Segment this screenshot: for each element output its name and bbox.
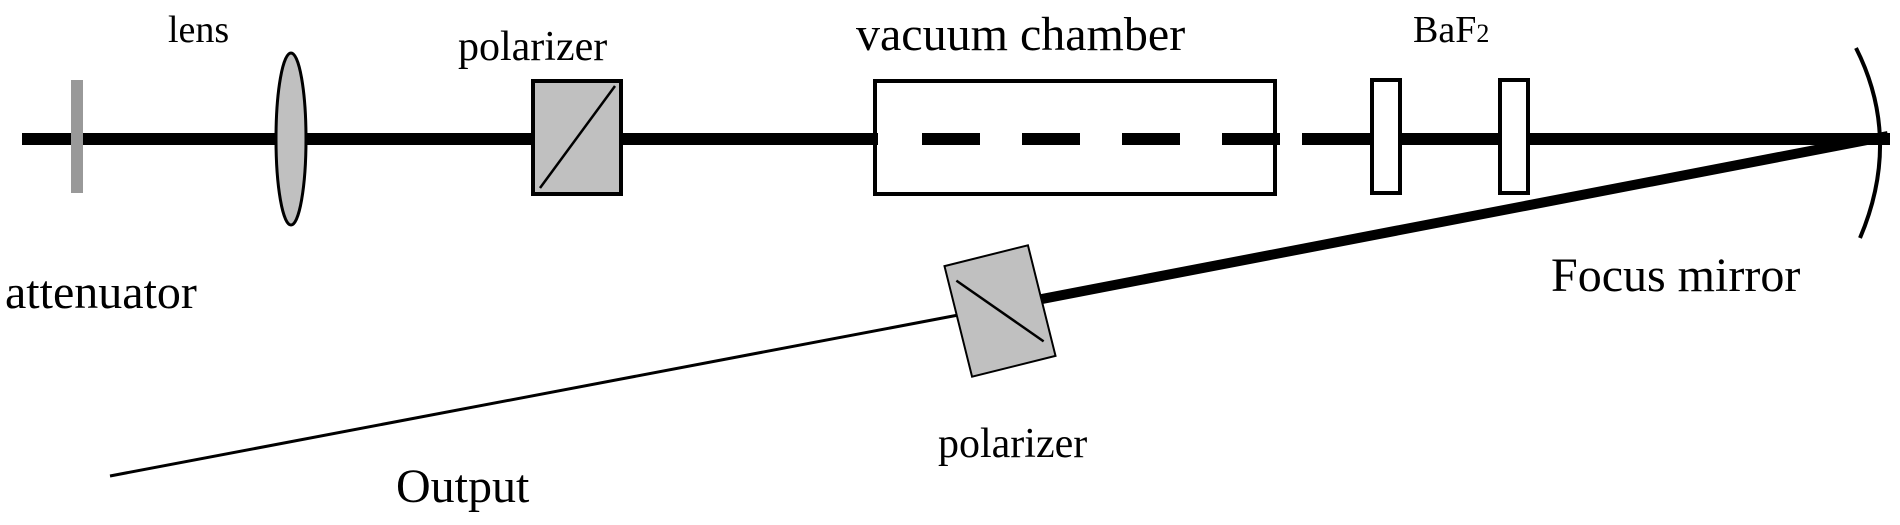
focus-mirror-icon <box>1854 47 1883 239</box>
baf2-window-1 <box>1370 78 1402 195</box>
baf2-label-subscript: 2 <box>1476 19 1489 48</box>
baf2-label-base: BaF <box>1413 9 1476 51</box>
attenuator-label: attenuator <box>5 266 197 319</box>
polarizer-bottom-icon <box>943 244 1057 378</box>
baf2-window-2 <box>1498 78 1530 195</box>
focus-mirror-label: Focus mirror <box>1551 249 1800 302</box>
vacuum-chamber-label: vacuum chamber <box>856 8 1185 61</box>
vacuum-chamber-box <box>873 79 1277 196</box>
lens-icon <box>274 51 308 227</box>
polarizer-bottom-label: polarizer <box>938 421 1087 467</box>
attenuator-plate <box>71 80 83 193</box>
lens-label: lens <box>168 9 229 51</box>
output-beam <box>109 307 991 478</box>
reflected-beam <box>989 131 1889 314</box>
polarizer-top-icon <box>531 79 623 196</box>
polarizer-top-label: polarizer <box>458 24 607 70</box>
output-label: Output <box>396 460 530 513</box>
baf2-label: BaF2 <box>1413 9 1489 51</box>
